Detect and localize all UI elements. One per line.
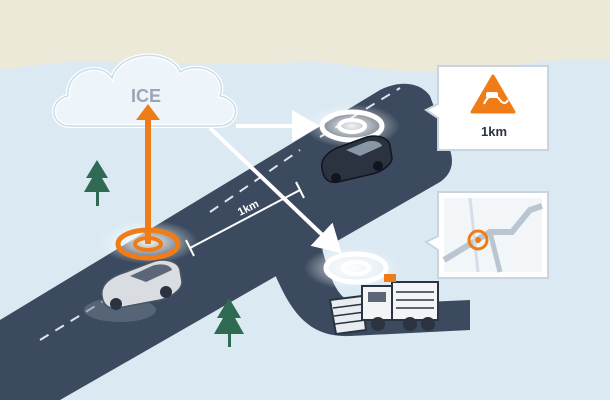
- road-lane-marking-lower: [39, 296, 111, 341]
- cloud-label: ICE: [131, 86, 161, 106]
- slippery-road-warning-icon: [470, 74, 516, 114]
- warning-callout: 1km: [424, 65, 549, 151]
- snow-plow-icon: [328, 274, 439, 336]
- cloud-to-plow-arrow: [208, 126, 342, 254]
- plow-signal-rings: [323, 251, 389, 285]
- reporting-car-icon: [84, 259, 183, 322]
- receiving-car-icon: [321, 135, 393, 184]
- map-callout: [424, 191, 549, 279]
- warning-distance: 1km: [481, 124, 507, 139]
- road-lane-marking: [209, 87, 401, 213]
- car-to-cloud-arrow: [136, 104, 160, 244]
- remote-car-signal-rings: [319, 109, 385, 143]
- map-location-marker-icon: [467, 229, 489, 251]
- tree-icon: [214, 298, 244, 347]
- tree-icon: [84, 160, 110, 206]
- sky-background: [0, 0, 610, 73]
- ice-cloud: ICE: [52, 53, 238, 128]
